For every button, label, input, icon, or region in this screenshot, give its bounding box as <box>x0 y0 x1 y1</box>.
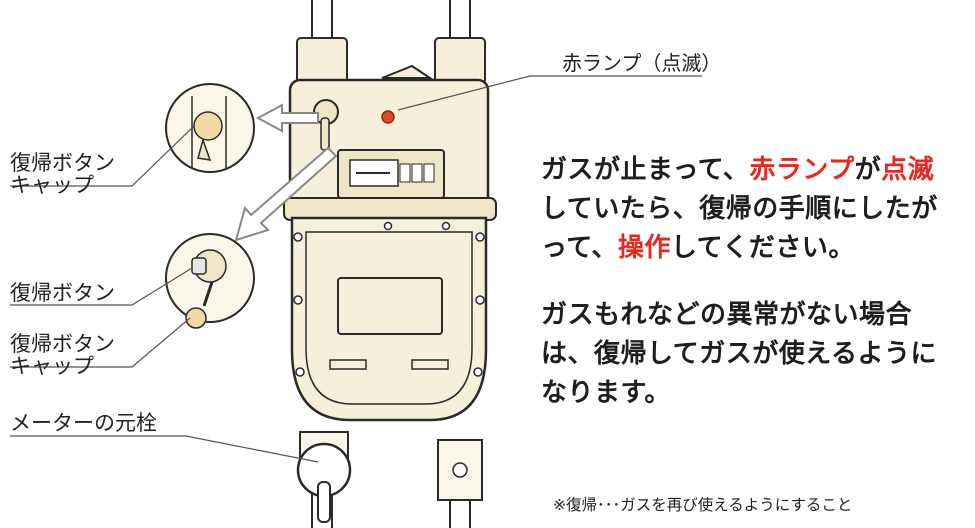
label-reset-button-cap: 復帰ボタン キャップ <box>10 152 115 196</box>
label-meter-valve: メーターの元栓 <box>10 411 157 435</box>
instruction-line: ガスもれなどの異常がない場合 <box>541 300 913 330</box>
instruction-line: は、復帰してガスが使えるように <box>541 339 937 369</box>
label-line: キャップ <box>10 354 94 378</box>
instruction-text: ガスが止まって、 <box>541 155 750 185</box>
red-lamp <box>381 110 395 124</box>
instruction-line: していたら、復帰の手順にしたが <box>541 194 938 224</box>
label-reset-button-cap-removed: 復帰ボタン キャップ <box>10 333 115 377</box>
meter-valve <box>296 431 483 523</box>
pipe-fittings <box>296 37 486 85</box>
reset-cap-closeup <box>165 83 255 173</box>
instruction-text: って、 <box>541 233 618 263</box>
instruction-paragraph-2: ガスもれなどの異常がない場合 は、復帰してガスが使えるように なります。 <box>541 296 937 413</box>
leader-lines <box>10 75 702 463</box>
label-line: 復帰ボタン <box>10 332 115 356</box>
footnote: ※復帰･･･ガスを再び使えるようにすること <box>553 496 853 514</box>
arrow-to-button-closeup <box>234 146 338 242</box>
instruction-text: してください。 <box>670 233 855 263</box>
instruction-paragraph-1: ガスが止まって、赤ランプが点滅 していたら、復帰の手順にしたが って、操作してく… <box>541 151 938 268</box>
label-line: キャップ <box>10 173 94 197</box>
instruction-line: なります。 <box>541 378 671 408</box>
highlight-red-lamp: 赤ランプ <box>749 155 855 185</box>
instruction-line: ガスが止まって、赤ランプが点滅 <box>541 151 938 190</box>
label-red-lamp: 赤ランプ（点滅） <box>562 51 722 75</box>
label-reset-button: 復帰ボタン <box>10 281 115 305</box>
arrow-to-cap-closeup <box>255 103 319 133</box>
highlight-blinking: 点滅 <box>881 155 935 185</box>
highlight-operation: 操作 <box>617 233 671 263</box>
label-line: 復帰ボタン <box>10 151 115 175</box>
gas-meter <box>283 78 497 422</box>
reset-button-closeup <box>165 233 255 329</box>
instruction-text: が <box>854 155 882 185</box>
instruction-line: って、操作してください。 <box>541 229 938 268</box>
